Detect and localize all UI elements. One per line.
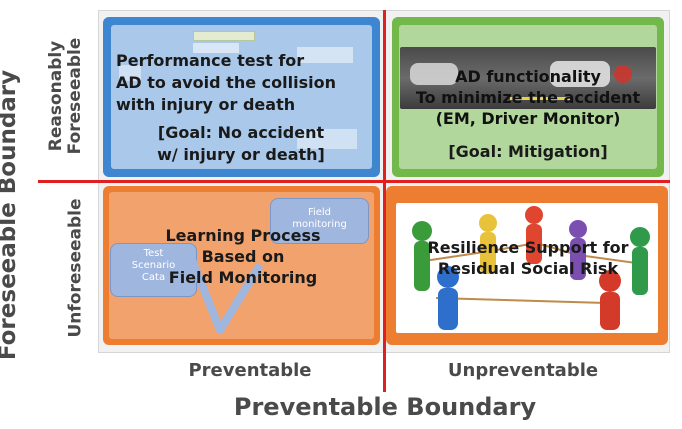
car-shape [410, 63, 458, 85]
quadrant-unpreventable-foreseeable [392, 17, 664, 177]
quadrant-preventable-foreseeable-inner [111, 25, 372, 169]
y-top-label-line2: Foreseeable [65, 37, 85, 155]
y-top-label-line1: Reasonably [46, 40, 66, 152]
q1-goal-line1: [Goal: No accident [157, 123, 325, 142]
people-network-image [412, 206, 650, 330]
screenshot-doodle [297, 129, 357, 149]
q3-title: Learning Process Based on Field Monitori… [118, 225, 368, 288]
q2-title-line1: AD functionality [455, 67, 601, 86]
car-shape [550, 61, 610, 87]
quadrant-unpreventable-unforeseeable [386, 186, 668, 345]
field-monitoring-line1: Field [307, 207, 332, 218]
rope-lines [423, 242, 637, 304]
q1-goal-line2: w/ injury or death] [157, 145, 325, 164]
screenshot-doodle [193, 43, 239, 53]
y-bottom-label-text: Unforeseeable [65, 198, 86, 338]
screenshot-doodle [119, 65, 141, 81]
foreseeable-boundary-line [38, 180, 670, 183]
q3-title-line3: Field Monitoring [168, 268, 318, 287]
q1-title-line3: with injury or death [116, 95, 296, 114]
q1-title-line2: AD to avoid the collision [116, 73, 336, 92]
warning-light-icon [614, 65, 632, 83]
q4-title-line1: Resilience Support for [427, 238, 629, 257]
field-monitoring-line2: monitoring [292, 219, 347, 230]
q1-goal: [Goal: No accident w/ injury or death] [116, 122, 366, 166]
test-scenario-line1: Test [143, 248, 164, 259]
screenshot-doodle [297, 47, 353, 63]
x-axis-title: Preventable Boundary [233, 393, 537, 421]
q3-title-line1: Learning Process [165, 226, 321, 245]
q2-title-line2: To minimize the accident [415, 88, 641, 107]
y-axis-title-text: Foreseeable Boundary [0, 69, 21, 361]
q2-goal: [Goal: Mitigation] [448, 142, 608, 161]
v-cycle-arrow [186, 253, 264, 334]
q4-title-line2: Residual Social Risk [437, 259, 619, 278]
person-figures [412, 206, 650, 330]
q1-title-line1: Performance test for [116, 51, 305, 70]
q2-title: AD functionality To minimize the acciden… [398, 66, 658, 129]
q2-title-line3: (EM, Driver Monitor) [435, 109, 621, 128]
q3-title-line2: Based on [201, 247, 285, 266]
quadrant-preventable-foreseeable [103, 17, 380, 177]
road-marking [510, 97, 570, 100]
preventable-boundary-line [383, 10, 386, 392]
test-scenario-line3: Cata [141, 272, 166, 283]
screenshot-doodle [193, 31, 255, 41]
test-scenario-line2: Scenario [131, 260, 176, 271]
x-right-label: Unpreventable [447, 360, 599, 381]
v-cycle-path [186, 253, 264, 334]
q1-title: Performance test for AD to avoid the col… [116, 50, 366, 116]
x-left-label: Preventable [188, 360, 312, 381]
q4-title: Resilience Support for Residual Social R… [398, 237, 658, 279]
field-monitoring-box: Field monitoring [270, 198, 369, 244]
quadrant-unpreventable-unforeseeable-inner [396, 203, 658, 333]
test-scenario-box: Test Scenario Cata [110, 243, 197, 297]
car-crash-image [400, 47, 656, 109]
